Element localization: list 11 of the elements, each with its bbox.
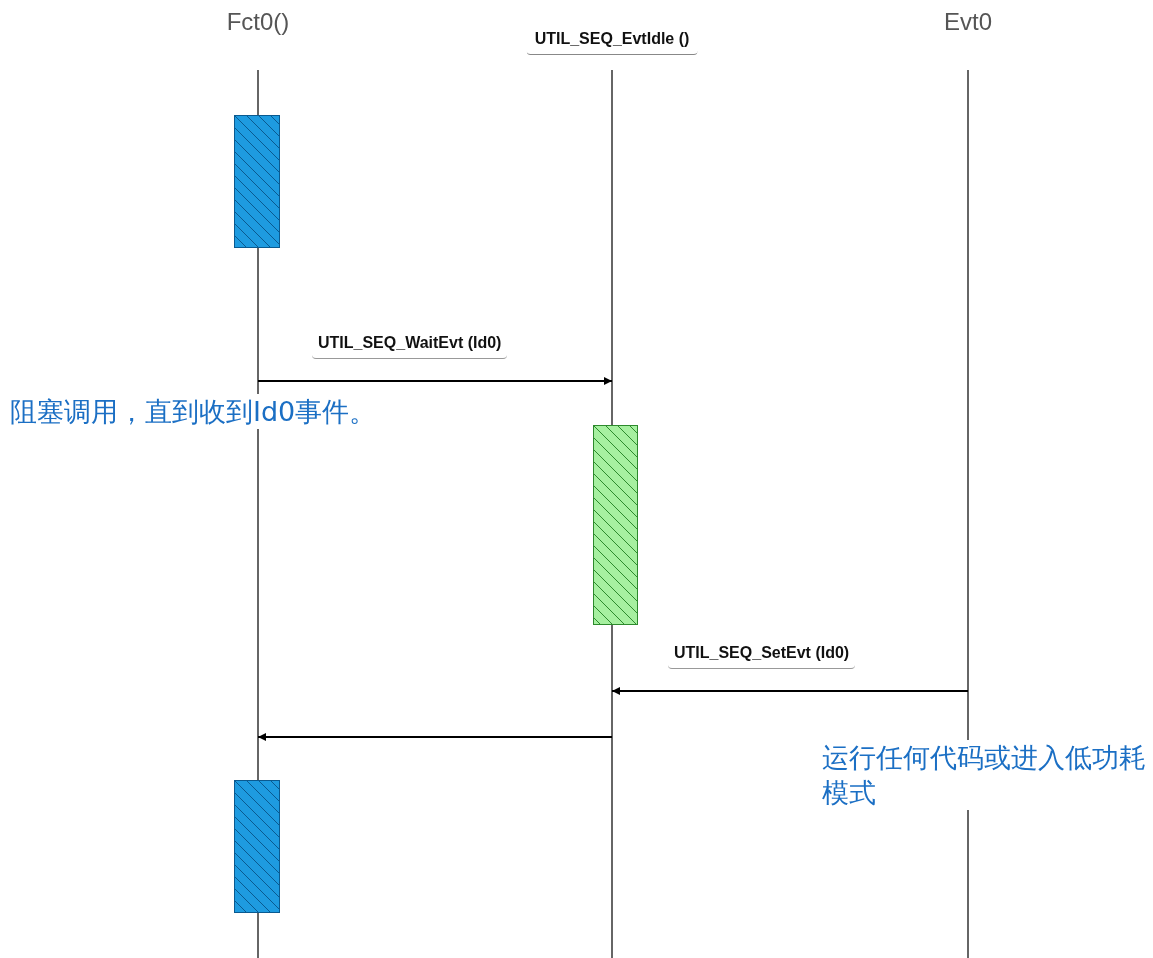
participant-name: Fct0() — [226, 8, 290, 36]
message-arrow — [257, 377, 613, 385]
activation-bar — [234, 115, 280, 248]
edge-label: UTIL_SEQ_WaitEvt (Id0) — [312, 334, 508, 359]
activation-bar — [593, 425, 638, 625]
message-arrow — [611, 687, 969, 695]
participant-name: Evt0 — [944, 8, 992, 36]
message-arrow — [257, 733, 613, 741]
edge-label: UTIL_SEQ_SetEvt (Id0) — [668, 644, 856, 669]
activation-bar — [234, 780, 280, 913]
participant-name: UTIL_SEQ_EvtIdle () — [526, 30, 698, 55]
